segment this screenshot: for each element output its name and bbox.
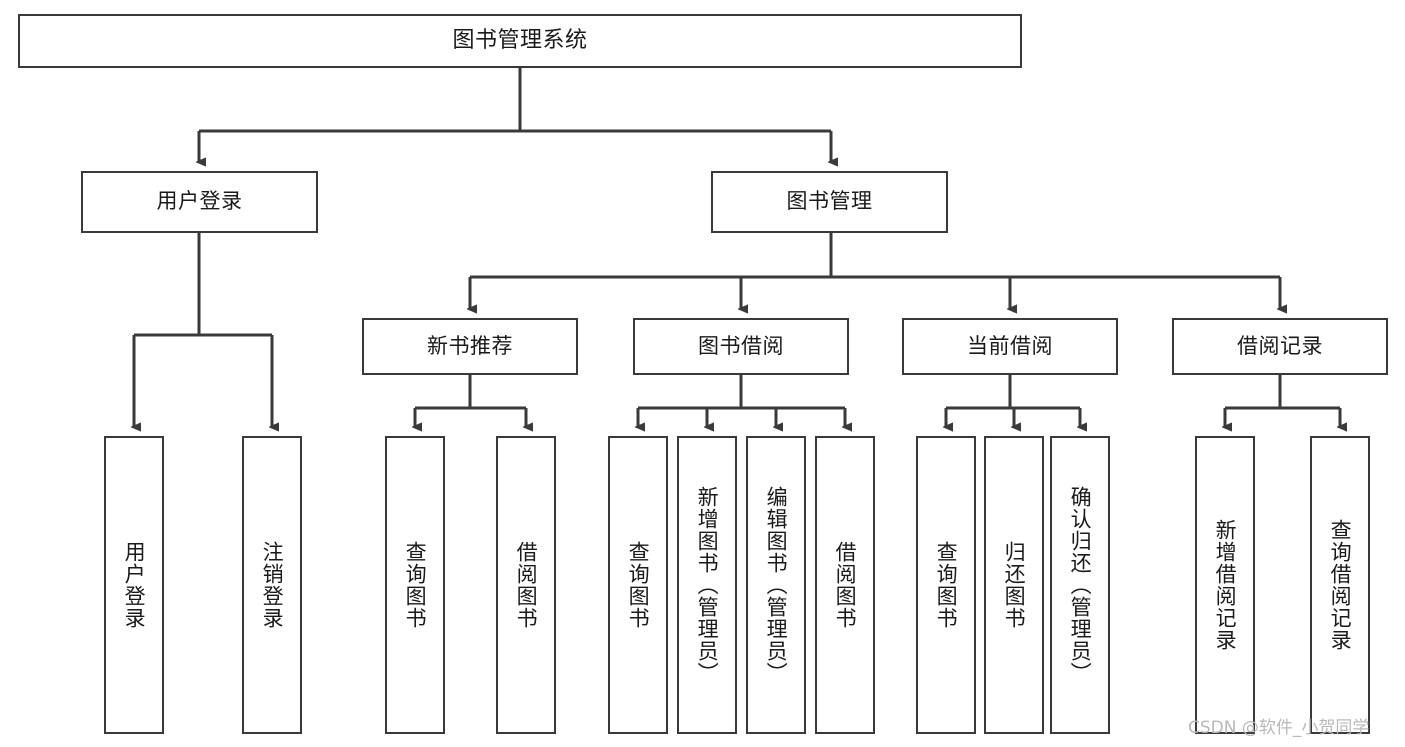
node-root-system[interactable]: 图书管理系统 <box>18 14 1022 68</box>
node-label: 查询图书 <box>403 541 428 629</box>
leaf-new-book-borrow[interactable]: 借阅图书 <box>496 436 556 734</box>
node-label: 归还图书 <box>1002 541 1027 629</box>
node-label: 用户登录 <box>156 189 243 214</box>
leaf-current-return-book[interactable]: 归还图书 <box>984 436 1044 734</box>
node-label: 新增图书（管理员） <box>695 486 720 684</box>
node-label: 注销登录 <box>260 541 285 629</box>
leaf-borrow-borrow-book[interactable]: 借阅图书 <box>815 436 875 734</box>
node-label: 用户登录 <box>122 541 147 629</box>
node-label: 查询借阅记录 <box>1328 519 1353 651</box>
leaf-current-confirm-return-admin[interactable]: 确认归还（管理员） <box>1050 436 1110 734</box>
leaf-current-query-book[interactable]: 查询图书 <box>916 436 976 734</box>
node-current-borrow[interactable]: 当前借阅 <box>902 318 1118 375</box>
node-label: 新增借阅记录 <box>1213 519 1238 651</box>
leaf-borrow-query-book[interactable]: 查询图书 <box>608 436 668 734</box>
node-label: 新书推荐 <box>427 333 513 358</box>
node-book-borrow[interactable]: 图书借阅 <box>633 318 849 375</box>
leaf-borrow-edit-book-admin[interactable]: 编辑图书（管理员） <box>746 436 806 734</box>
leaf-user-login-login[interactable]: 用户登录 <box>104 436 164 734</box>
node-new-book-recommend[interactable]: 新书推荐 <box>362 318 578 375</box>
node-book-management[interactable]: 图书管理 <box>711 171 948 233</box>
node-label: 查询图书 <box>934 541 959 629</box>
node-label: 编辑图书（管理员） <box>764 486 789 684</box>
node-label: 图书借阅 <box>698 333 784 358</box>
node-borrow-record[interactable]: 借阅记录 <box>1172 318 1388 375</box>
node-label: 借阅图书 <box>833 541 858 629</box>
node-label: 图书管理 <box>786 189 873 214</box>
node-label: 图书管理系统 <box>452 27 588 53</box>
node-label: 当前借阅 <box>967 333 1053 358</box>
leaf-user-login-logout[interactable]: 注销登录 <box>242 436 302 734</box>
node-label: 确认归还（管理员） <box>1068 486 1093 684</box>
node-user-login[interactable]: 用户登录 <box>81 171 318 233</box>
node-label: 借阅图书 <box>514 541 539 629</box>
node-label: 查询图书 <box>626 541 651 629</box>
leaf-borrow-add-book-admin[interactable]: 新增图书（管理员） <box>677 436 737 734</box>
leaf-record-add-record[interactable]: 新增借阅记录 <box>1195 436 1255 734</box>
leaf-new-book-query[interactable]: 查询图书 <box>385 436 445 734</box>
node-label: 借阅记录 <box>1237 333 1323 358</box>
leaf-record-query-record[interactable]: 查询借阅记录 <box>1310 436 1370 734</box>
csdn-watermark: CSDN @软件_小贺同学 <box>1188 718 1370 738</box>
